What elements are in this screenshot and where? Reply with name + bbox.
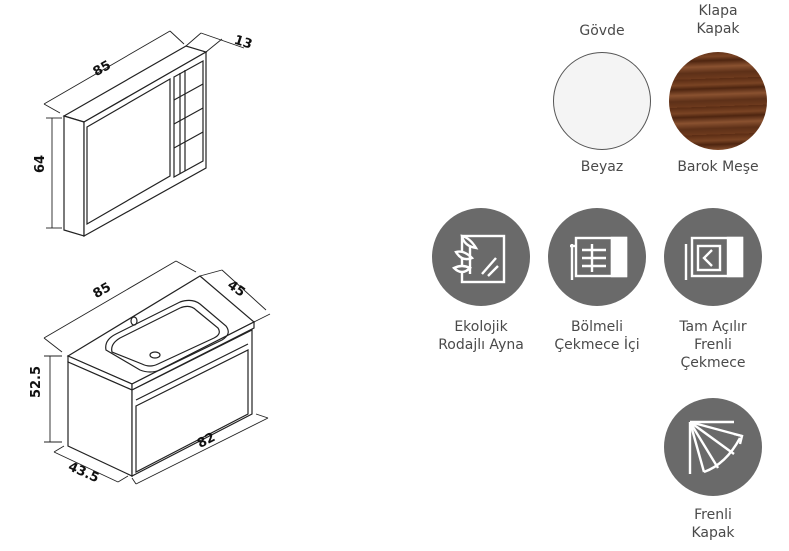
cover-color-title-line: Kapak [696,21,740,37]
cabinet-depth-dim: 13 [232,33,254,53]
divided-drawer-icon [548,208,646,306]
mirror-cabinet-drawing [62,45,208,238]
baroque-oak-swatch-label: Barok Meşe [677,159,759,175]
soft-close-drawer-icon [664,208,762,306]
soft-close-drawer-label-line: Çekmece [680,355,746,371]
vanity-height-dim: 52.5 [29,366,44,398]
divided-drawer-label-line: Çekmece İçi [554,337,640,353]
eco-mirror-icon [432,208,530,306]
technical-drawing: 85 13 64 85 45 52.5 43.5 82 [29,30,271,486]
soft-close-door-label-line: Frenli [694,507,732,523]
soft-close-door-icon [664,398,762,496]
body-color-title: Gövde [579,23,625,39]
baroque-oak-swatch [669,52,767,150]
cover-color-title: Klapa Kapak [670,2,766,38]
white-swatch [553,52,651,150]
eco-mirror-label: Ekolojik Rodajlı Ayna [420,318,542,354]
soft-close-door-label-line: Kapak [691,525,735,541]
eco-mirror-label-line: Rodajlı Ayna [438,337,524,353]
vanity-depth-dim: 43.5 [66,459,101,486]
cabinet-width-dim: 85 [91,58,114,80]
cabinet-height-dim: 64 [33,155,48,173]
vanity-drawing [66,275,256,477]
soft-close-drawer-label-line: Tam Açılır [679,319,747,335]
cover-color-title-line: Klapa [698,3,738,19]
vanity-width-dim: 82 [195,430,218,452]
sink-width-dim: 85 [91,280,114,302]
soft-close-drawer-label: Tam Açılır Frenli Çekmece [656,318,770,372]
divided-drawer-label-line: Bölmeli [570,319,624,335]
sink-depth-dim: 45 [224,278,247,301]
soft-close-door-label: Frenli Kapak [664,506,762,542]
divided-drawer-label: Bölmeli Çekmece İçi [538,318,656,354]
white-swatch-label: Beyaz [580,159,624,175]
eco-mirror-label-line: Ekolojik [454,319,508,335]
soft-close-drawer-label-line: Frenli [694,337,732,353]
